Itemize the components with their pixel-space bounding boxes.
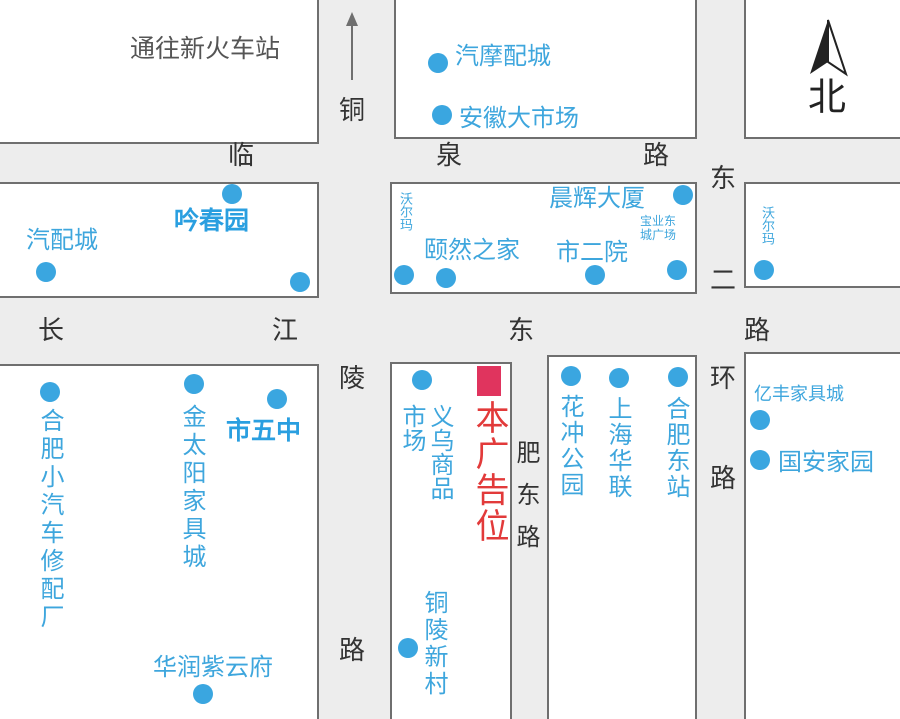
street-feidong: 肥东路: [512, 440, 540, 566]
label-city2: 市二院: [556, 238, 628, 266]
poi-lingchun-dot[interactable]: [222, 184, 242, 204]
label-hefei-east: 合肥东站: [662, 396, 690, 500]
label-shanghai: 上海华联: [604, 396, 632, 500]
poi-huarun-dot[interactable]: [193, 684, 213, 704]
poi-city2-dot[interactable]: [585, 265, 605, 285]
label-huachong: 花冲公园: [556, 394, 584, 498]
street-changjiang-3: 东: [508, 316, 535, 346]
label-new-station: 通往新火车站: [130, 34, 281, 63]
poi-small-b-dot[interactable]: [667, 260, 687, 280]
label-small-b: 宝业东城广场: [640, 214, 677, 242]
street-tongling-top: 铜: [339, 96, 366, 126]
poi-city5-dot[interactable]: [267, 389, 287, 409]
label-guoan: 国安家园: [778, 448, 874, 476]
poi-small-a-dot[interactable]: [394, 265, 414, 285]
street-linquan-3: 路: [643, 141, 670, 171]
poi-shanghai-dot[interactable]: [609, 368, 629, 388]
block-ne: [744, 0, 900, 139]
block-nw: [0, 0, 319, 144]
poi-hefei-east-dot[interactable]: [668, 367, 688, 387]
label-auto-moto: 汽摩配城: [455, 42, 551, 70]
poi-jintaiyang-dot[interactable]: [184, 374, 204, 394]
label-huarun: 华润紫云府: [153, 653, 273, 681]
poi-chenhui-dot[interactable]: [673, 185, 693, 205]
poi-guoan-dot[interactable]: [750, 450, 770, 470]
label-small-a: 沃尔玛: [397, 192, 412, 231]
label-city5: 市五中: [226, 416, 302, 445]
street-dong: 东: [710, 164, 737, 194]
label-yiwu: 义乌商品市场: [398, 404, 454, 500]
label-ad: 本广告位: [469, 400, 509, 544]
street-changjiang-1: 长: [38, 316, 65, 346]
ad-marker: [477, 366, 501, 396]
poi-small-c-dot[interactable]: [754, 260, 774, 280]
poi-yiwu-dot[interactable]: [412, 370, 432, 390]
poi-yiran-dot[interactable]: [436, 268, 456, 288]
street-linquan-1: 临: [228, 141, 255, 171]
compass-label: 北: [808, 75, 847, 119]
street-huan-lu: 路: [710, 464, 737, 494]
street-tongling-2: 路: [339, 636, 366, 666]
street-linquan-2: 泉: [436, 141, 463, 171]
block-sw: [0, 364, 319, 719]
street-changjiang-2: 江: [272, 316, 299, 346]
street-tongling-1: 陵: [339, 364, 366, 394]
poi-yifeng-dot[interactable]: [750, 410, 770, 430]
street-er: 二: [710, 266, 737, 296]
label-yiran: 颐然之家: [424, 236, 520, 264]
block-se: [744, 352, 900, 719]
poi-auto-moto-dot[interactable]: [428, 53, 448, 73]
street-changjiang-4: 路: [744, 316, 771, 346]
street-huan: 环: [710, 364, 737, 394]
block-s-east: [547, 355, 697, 719]
label-yifeng: 亿丰家具城: [754, 384, 844, 405]
poi-anhui-market-dot[interactable]: [432, 105, 452, 125]
label-small-c: 沃尔玛: [759, 206, 774, 245]
poi-auto-parts-dot[interactable]: [36, 262, 56, 282]
label-jintaiyang: 金太阳家具城: [178, 404, 206, 572]
label-auto-parts: 汽配城: [26, 226, 98, 254]
block-s-center: [390, 362, 512, 719]
label-lingchun: 吟春园: [174, 206, 250, 235]
label-tongling-village: 铜陵新村: [420, 590, 448, 698]
poi-huachong-dot[interactable]: [561, 366, 581, 386]
poi-tongling-village-dot[interactable]: [398, 638, 418, 658]
poi-xiaoqiche-dot[interactable]: [40, 382, 60, 402]
label-anhui-market: 安徽大市场: [459, 104, 579, 132]
label-xiaoqiche: 合肥小汽车修配厂: [36, 408, 64, 632]
poi-w-middle-dot[interactable]: [290, 272, 310, 292]
label-chenhui: 晨辉大厦: [549, 184, 645, 212]
